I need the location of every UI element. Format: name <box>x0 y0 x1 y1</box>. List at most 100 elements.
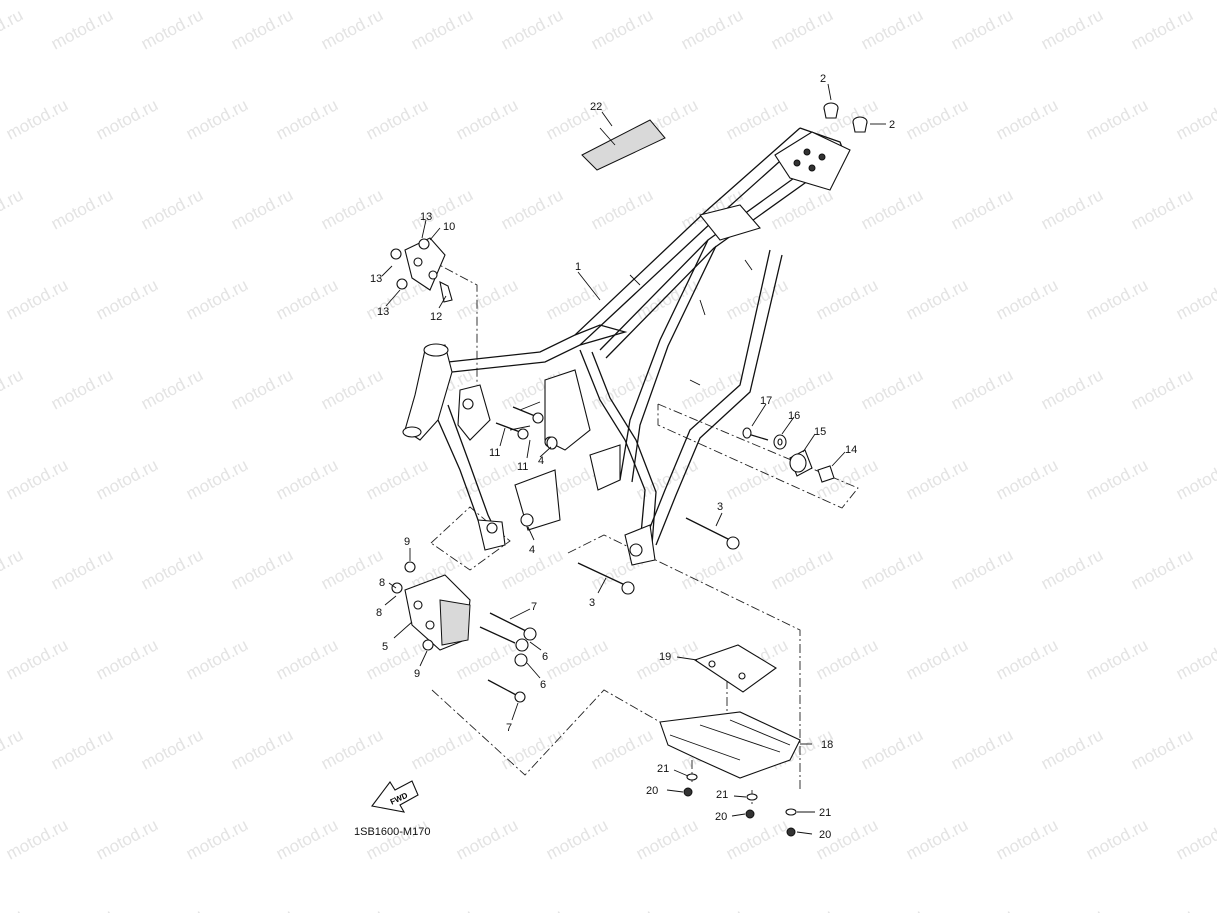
part-5-lower-bracket <box>391 561 471 651</box>
watermark-text: motod.ru <box>453 815 521 863</box>
watermark-text: motod.ru <box>858 365 926 413</box>
diagram-code: 1SB1600-M170 <box>354 826 430 838</box>
watermark-text: motod.ru <box>1038 905 1106 913</box>
watermark-text: motod.ru <box>273 95 341 143</box>
watermark-text: motod.ru <box>138 5 206 53</box>
watermark-text: motod.ru <box>903 455 971 503</box>
watermark-text: motod.ru <box>48 5 116 53</box>
watermark-text: motod.ru <box>948 185 1016 233</box>
callout-8: 8 <box>379 577 385 589</box>
watermark-text: motod.ru <box>408 905 476 913</box>
watermark-text: motod.ru <box>768 905 836 913</box>
watermark-text: motod.ru <box>318 365 386 413</box>
watermark-text: motod.ru <box>0 365 26 413</box>
callout-7: 7 <box>531 601 537 613</box>
watermark-text: motod.ru <box>183 95 251 143</box>
watermark-text: motod.ru <box>1038 365 1106 413</box>
watermark-text: motod.ru <box>363 815 431 863</box>
watermark-text: motod.ru <box>318 185 386 233</box>
watermark-text: motod.ru <box>768 5 836 53</box>
watermark-text: motod.ru <box>723 455 791 503</box>
watermark-text: motod.ru <box>93 815 161 863</box>
callout-3: 3 <box>589 597 595 609</box>
callout-8: 8 <box>376 607 382 619</box>
watermark-text: motod.ru <box>768 545 836 593</box>
watermark-text: motod.ru <box>948 725 1016 773</box>
callout-18: 18 <box>821 739 833 751</box>
watermark-text: motod.ru <box>93 95 161 143</box>
watermark-text: motod.ru <box>363 635 431 683</box>
callout-12: 12 <box>430 311 442 323</box>
main-frame <box>402 127 851 566</box>
callout-4: 4 <box>538 455 544 467</box>
watermark-text: motod.ru <box>3 815 71 863</box>
callout-21: 21 <box>716 789 728 801</box>
watermark-text: motod.ru <box>228 5 296 53</box>
watermark-text: motod.ru <box>588 725 656 773</box>
watermark-text: motod.ru <box>318 5 386 53</box>
watermark-text: motod.ru <box>768 365 836 413</box>
callout-15: 15 <box>814 426 826 438</box>
watermark-text: motod.ru <box>138 905 206 913</box>
callout-13: 13 <box>370 273 382 285</box>
watermark-text: motod.ru <box>1083 95 1151 143</box>
callout-labels: 1 2 2 3 3 4 4 5 6 6 7 7 8 8 9 9 10 11 11… <box>370 73 895 841</box>
part-20-21-hardware <box>683 773 797 837</box>
watermark-text: motod.ru <box>1128 5 1196 53</box>
watermark-text: motod.ru <box>138 725 206 773</box>
callout-9: 9 <box>404 536 410 548</box>
callout-6: 6 <box>540 679 546 691</box>
watermark-text: motod.ru <box>588 185 656 233</box>
watermark-text: motod.ru <box>858 545 926 593</box>
watermark-text: motod.ru <box>1173 95 1217 143</box>
watermark-text: motod.ru <box>228 545 296 593</box>
watermark-text: motod.ru <box>453 275 521 323</box>
callout-6: 6 <box>542 651 548 663</box>
watermark-text: motod.ru <box>228 185 296 233</box>
watermark-text: motod.ru <box>408 5 476 53</box>
watermark-text: motod.ru <box>678 905 746 913</box>
watermark-text: motod.ru <box>183 455 251 503</box>
watermark-text: motod.ru <box>498 185 566 233</box>
callout-20: 20 <box>715 811 727 823</box>
part-4-collars <box>520 436 558 527</box>
callout-14: 14 <box>845 444 857 456</box>
watermark-text: motod.ru <box>858 905 926 913</box>
callout-11: 11 <box>489 447 500 459</box>
watermark-text: motod.ru <box>588 5 656 53</box>
watermark-text: motod.ru <box>948 905 1016 913</box>
watermark-text: motod.ru <box>48 185 116 233</box>
watermark-text: motod.ru <box>1083 815 1151 863</box>
watermark-text: motod.ru <box>408 725 476 773</box>
watermark-text: motod.ru <box>138 545 206 593</box>
watermark-text: motod.ru <box>93 455 161 503</box>
watermark-text: motod.ru <box>3 455 71 503</box>
watermark-text: motod.ru <box>678 545 746 593</box>
watermark-text: motod.ru <box>183 635 251 683</box>
watermark-text: motod.ru <box>0 185 26 233</box>
callout-1: 1 <box>575 261 581 273</box>
callout-22: 22 <box>590 101 602 113</box>
part-22-label-plate <box>581 119 666 171</box>
watermark-text: motod.ru <box>993 815 1061 863</box>
watermark-text: motod.ru <box>903 815 971 863</box>
watermark-text: motod.ru <box>993 455 1061 503</box>
watermark-text: motod.ru <box>993 275 1061 323</box>
watermark-text: motod.ru <box>318 905 386 913</box>
watermark-text: motod.ru <box>1128 725 1196 773</box>
watermark-text: motod.ru <box>1083 635 1151 683</box>
callout-4: 4 <box>529 544 535 556</box>
watermark-text: motod.ru <box>228 365 296 413</box>
watermark-text: motod.ru <box>3 95 71 143</box>
watermark-text: motod.ru <box>318 725 386 773</box>
watermark-text: motod.ru <box>633 815 701 863</box>
watermark-text: motod.ru <box>588 365 656 413</box>
callout-20: 20 <box>819 829 831 841</box>
watermark-text: motod.ru <box>1038 5 1106 53</box>
watermark-text: motod.ru <box>318 545 386 593</box>
callout-17: 17 <box>760 395 772 407</box>
rear-engine-mount-set <box>742 427 835 483</box>
callout-2: 2 <box>820 73 826 85</box>
callout-21: 21 <box>819 807 831 819</box>
